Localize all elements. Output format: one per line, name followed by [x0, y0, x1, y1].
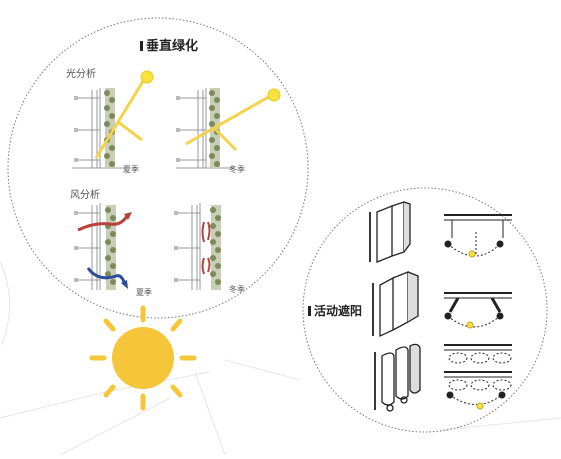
- wind-winter-figure: [174, 203, 221, 290]
- wind-summer-figure: [74, 203, 132, 290]
- sun-icon: [267, 88, 281, 102]
- vertical-greening-title-text: 垂直绿化: [146, 39, 199, 54]
- background-lines: [0, 261, 561, 456]
- shading-section-diagrams: [444, 214, 512, 410]
- light-winter-figure: [176, 88, 281, 169]
- light-analysis-title: 光分析: [66, 69, 96, 80]
- vertical-greening-circle: [7, 17, 309, 319]
- wind-summer-label: 夏季: [136, 288, 152, 297]
- light-winter-label: 冬季: [229, 165, 245, 174]
- movable-shading-circle: [302, 187, 548, 433]
- foliage-icon: [210, 205, 221, 290]
- movable-shading-title: 活动遮阳: [308, 302, 362, 319]
- sun-icon: [140, 70, 154, 84]
- foliage-icon: [104, 88, 115, 168]
- movable-shading-title-text: 活动遮阳: [314, 304, 363, 318]
- foliage-icon: [105, 205, 116, 290]
- light-summer-label: 夏季: [123, 165, 139, 174]
- vertical-greening-title: 垂直绿化: [140, 35, 198, 54]
- light-summer-figure: [72, 70, 154, 169]
- wind-winter-label: 冬季: [229, 285, 245, 294]
- sun-icon: [89, 305, 197, 411]
- wind-analysis-title: 风分析: [70, 190, 100, 201]
- shading-panel-icon: [369, 201, 421, 412]
